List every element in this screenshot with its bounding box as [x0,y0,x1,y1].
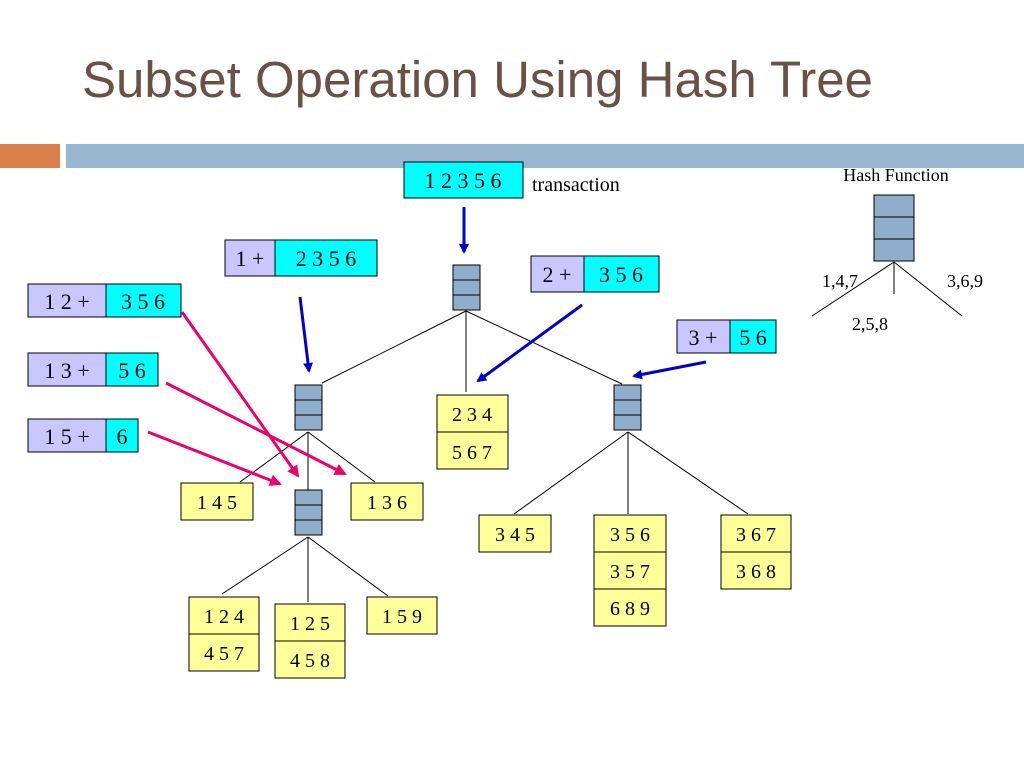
leaf-136: 1 3 6 [350,482,424,521]
svg-text:3 6 8: 3 6 8 [736,561,776,583]
hash-branch-middle-label: 2,5,8 [852,314,888,334]
slide-title: Subset Operation Using Hash Tree [82,51,873,108]
arrow-s12-to-node [180,311,300,478]
svg-text:3 5 7: 3 5 7 [610,561,650,583]
leaf-367: 3 6 7 3 6 8 [720,514,792,590]
edge-hf-left [811,261,895,317]
hash-node-left-left [294,489,323,536]
edge-r-367 [627,431,749,515]
svg-text:4 5 8: 4 5 8 [290,650,330,672]
svg-text:3 +: 3 + [689,325,718,350]
svg-text:3 5 6: 3 5 6 [121,289,165,314]
hash-node-left [294,384,323,431]
svg-text:3 6 7: 3 6 7 [736,524,776,546]
svg-text:3 5 6: 3 5 6 [610,524,650,546]
subset-1: 1 + 2 3 5 6 [224,239,378,277]
leaf-356: 3 5 6 3 5 7 6 8 9 [593,514,667,627]
leaf-345: 3 4 5 [478,514,552,553]
svg-text:1 2 +: 1 2 + [44,289,89,314]
svg-text:1 5 +: 1 5 + [44,424,89,449]
blue-arrows [298,207,707,383]
svg-text:3 5 6: 3 5 6 [599,262,643,287]
hash-function-title: Hash Function [843,165,949,185]
arrow-s3-to-right [632,360,707,380]
edge-hf-right [893,261,963,317]
accent-bar-right [66,144,1024,168]
subset-13: 1 3 + 5 6 [27,352,159,387]
accent-bar-left [0,144,60,168]
edge-l-136 [307,431,376,483]
leaf-159: 1 5 9 [366,596,438,635]
svg-text:2 +: 2 + [543,262,572,287]
leaf-124: 1 2 4 4 5 7 [188,596,260,672]
leaf-145: 1 4 5 [180,482,254,521]
svg-text:1 3 6: 1 3 6 [367,492,407,514]
hash-branch-right-label: 3,6,9 [947,271,983,291]
svg-text:6: 6 [117,424,128,449]
svg-text:1 5 9: 1 5 9 [382,606,422,628]
transaction-label: transaction [532,174,620,196]
hash-function-node [873,194,915,262]
svg-text:1 2 5: 1 2 5 [290,613,330,635]
svg-text:1 4 5: 1 4 5 [197,492,237,514]
arrow-s2-to-234 [476,303,583,383]
edge-ll-124 [221,536,309,595]
svg-text:5 6: 5 6 [739,325,767,350]
subset-15: 1 5 + 6 [27,418,139,453]
hash-node-right [613,384,642,431]
svg-text:5 6: 5 6 [118,358,146,383]
hash-branch-left-label: 1,4,7 [822,271,858,291]
transaction-items: 1 2 3 5 6 [425,168,502,193]
tree-edges [221,261,963,602]
svg-text:1 2 4: 1 2 4 [204,606,244,628]
svg-text:1 3 +: 1 3 + [44,358,89,383]
svg-text:2 3 5 6: 2 3 5 6 [296,246,357,271]
arrow-s13-to-136 [165,381,347,476]
svg-text:4 5 7: 4 5 7 [204,643,244,665]
pink-arrows [147,311,347,486]
transaction-box: 1 2 3 5 6 [403,161,524,199]
edge-ll-159 [307,536,389,597]
svg-text:2 3 4: 2 3 4 [452,404,492,426]
subset-3: 3 + 5 6 [676,319,777,354]
leaf-125: 1 2 5 4 5 8 [274,603,346,679]
svg-text:3 4 5: 3 4 5 [495,524,535,546]
subset-2: 2 + 3 5 6 [530,255,660,293]
edge-root-right [465,310,623,385]
arrow-s1-to-left [298,296,313,373]
edge-root-left [321,310,467,384]
hash-node-root [452,264,481,311]
leaf-234: 2 3 4 5 6 7 [436,394,509,470]
svg-text:1 +: 1 + [236,246,265,271]
arrow-s15-to-145 [147,430,282,486]
subset-12: 1 2 + 3 5 6 [27,283,182,318]
svg-text:6 8 9: 6 8 9 [610,598,650,620]
edge-r-345 [513,431,629,515]
svg-text:5 6 7: 5 6 7 [452,442,492,464]
